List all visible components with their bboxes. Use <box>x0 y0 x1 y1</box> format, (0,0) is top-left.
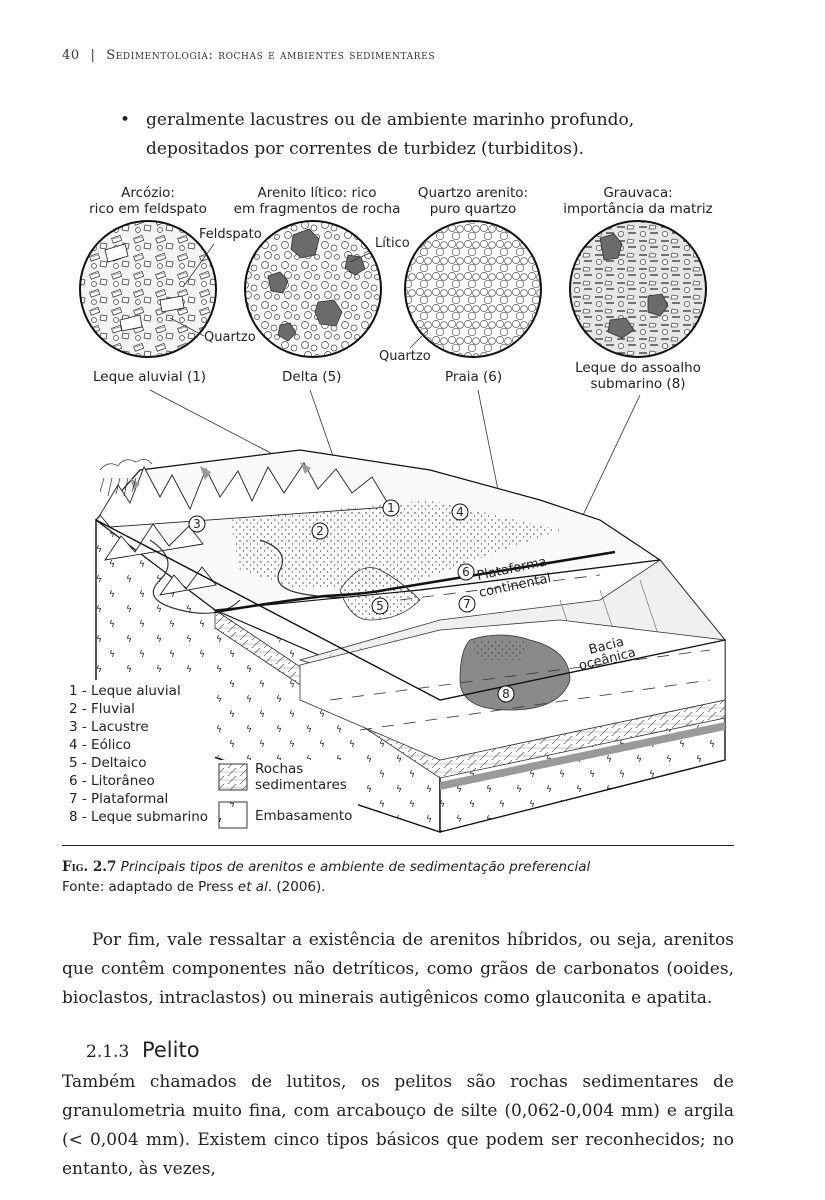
thin-section-arcozio <box>80 221 216 357</box>
marker-4: 4 <box>452 504 468 520</box>
figure-caption: Fig. 2.7 Principais tipos de arenitos e … <box>62 857 590 897</box>
quartzo-arenito-title: Quartzo arenito: <box>418 185 528 201</box>
grauvaca-title: Grauvaca: <box>603 185 672 201</box>
marker-6: 6 <box>458 564 474 580</box>
arenito-litico-subtitle: em fragmentos de rocha <box>234 201 401 217</box>
svg-text:6: 6 <box>462 565 470 579</box>
figure-number: Fig. 2.7 <box>62 859 116 875</box>
leque-assoalho-label-2: submarino (8) <box>590 376 685 392</box>
rochas-label-1: Rochas <box>255 761 303 777</box>
quartzo-label-1: Quartzo <box>204 330 256 345</box>
leque-assoalho-label-1: Leque do assoalho <box>575 360 701 376</box>
basement-swatch <box>219 802 247 828</box>
body-paragraph-1: Por fim, vale ressaltar a existência de … <box>62 926 734 1013</box>
svg-text:1: 1 <box>387 501 395 515</box>
thin-section-grauvaca <box>570 221 706 357</box>
rochas-label-2: sedimentares <box>255 777 347 793</box>
svg-text:2: 2 <box>316 524 324 538</box>
quartzo-arenito-subtitle: puro quartzo <box>430 201 517 217</box>
figure-source: Fonte: adaptado de Press et al. (2006). <box>62 877 590 897</box>
delta-label: Delta (5) <box>282 369 341 385</box>
arcozio-title: Arcózio: <box>121 185 175 201</box>
marker-1: 1 <box>383 500 399 516</box>
arcozio-subtitle: rico em feldspato <box>89 201 207 217</box>
sedimentary-swatch <box>219 764 247 790</box>
bullet-text: geralmente lacustres ou de ambiente mari… <box>146 106 736 164</box>
marker-8: 8 <box>498 686 514 702</box>
grauvaca-subtitle: importância da matriz <box>563 201 712 217</box>
rock-type-labels: Arcózio: rico em feldspato Arenito lític… <box>89 185 713 217</box>
svg-text:7: 7 <box>463 597 471 611</box>
section-number: 2.1.3 <box>86 1042 129 1062</box>
embasamento-label: Embasamento <box>255 808 352 824</box>
section-heading: 2.1.3 Pelito <box>86 1038 200 1062</box>
praia-label: Praia (6) <box>445 369 502 385</box>
body-paragraph-2: Também chamados de lutitos, os pelitos s… <box>62 1068 734 1184</box>
marker-2: 2 <box>312 523 328 539</box>
arenito-litico-title: Arenito lítico: rico <box>258 185 377 201</box>
litico-label: Lítico <box>375 236 410 251</box>
legend-item-1: 1 - Leque aluvial <box>69 683 181 699</box>
legend-item-7: 7 - Plataformal <box>69 791 168 807</box>
running-header: 40 | Sedimentologia: rochas e ambientes … <box>62 48 435 63</box>
pattern-legend: Rochas sedimentares Embasamento <box>218 760 358 832</box>
numbered-legend: 1 - Leque aluvial 2 - Fluvial 3 - Lacust… <box>60 680 215 830</box>
legend-item-4: 4 - Eólico <box>69 737 131 753</box>
legend-item-5: 5 - Deltaico <box>69 755 147 771</box>
leque-aluvial-label: Leque aluvial (1) <box>93 369 206 385</box>
marker-7: 7 <box>459 596 475 612</box>
figure-divider <box>62 845 734 846</box>
environment-labels: Leque aluvial (1) Delta (5) Praia (6) Le… <box>93 360 701 392</box>
section-title: Pelito <box>142 1038 200 1062</box>
svg-text:3: 3 <box>193 517 201 531</box>
legend-item-6: 6 - Litorâneo <box>69 773 155 789</box>
sandstone-figure: ϟ ϟ Arcózio: rico em feldspato Arenito l… <box>0 175 825 845</box>
legend-item-2: 2 - Fluvial <box>69 701 135 717</box>
thin-section-litico <box>245 221 381 357</box>
quartzo-label-2: Quartzo <box>379 349 431 364</box>
marker-3: 3 <box>189 516 205 532</box>
legend-item-8: 8 - Leque submarino <box>69 809 208 825</box>
marker-5: 5 <box>372 598 388 614</box>
svg-text:4: 4 <box>456 505 464 519</box>
thin-section-quartzo <box>405 221 541 357</box>
legend-item-3: 3 - Lacustre <box>69 719 149 735</box>
header-separator: | <box>90 48 95 63</box>
page-number: 40 <box>62 48 80 63</box>
svg-text:8: 8 <box>502 687 510 701</box>
bullet-dot: • <box>120 106 130 135</box>
feldspato-label: Feldspato <box>199 227 262 242</box>
figure-title: Principais tipos de arenitos e ambiente … <box>121 859 591 875</box>
svg-text:5: 5 <box>376 599 384 613</box>
running-title: Sedimentologia: rochas e ambientes sedim… <box>106 48 435 63</box>
